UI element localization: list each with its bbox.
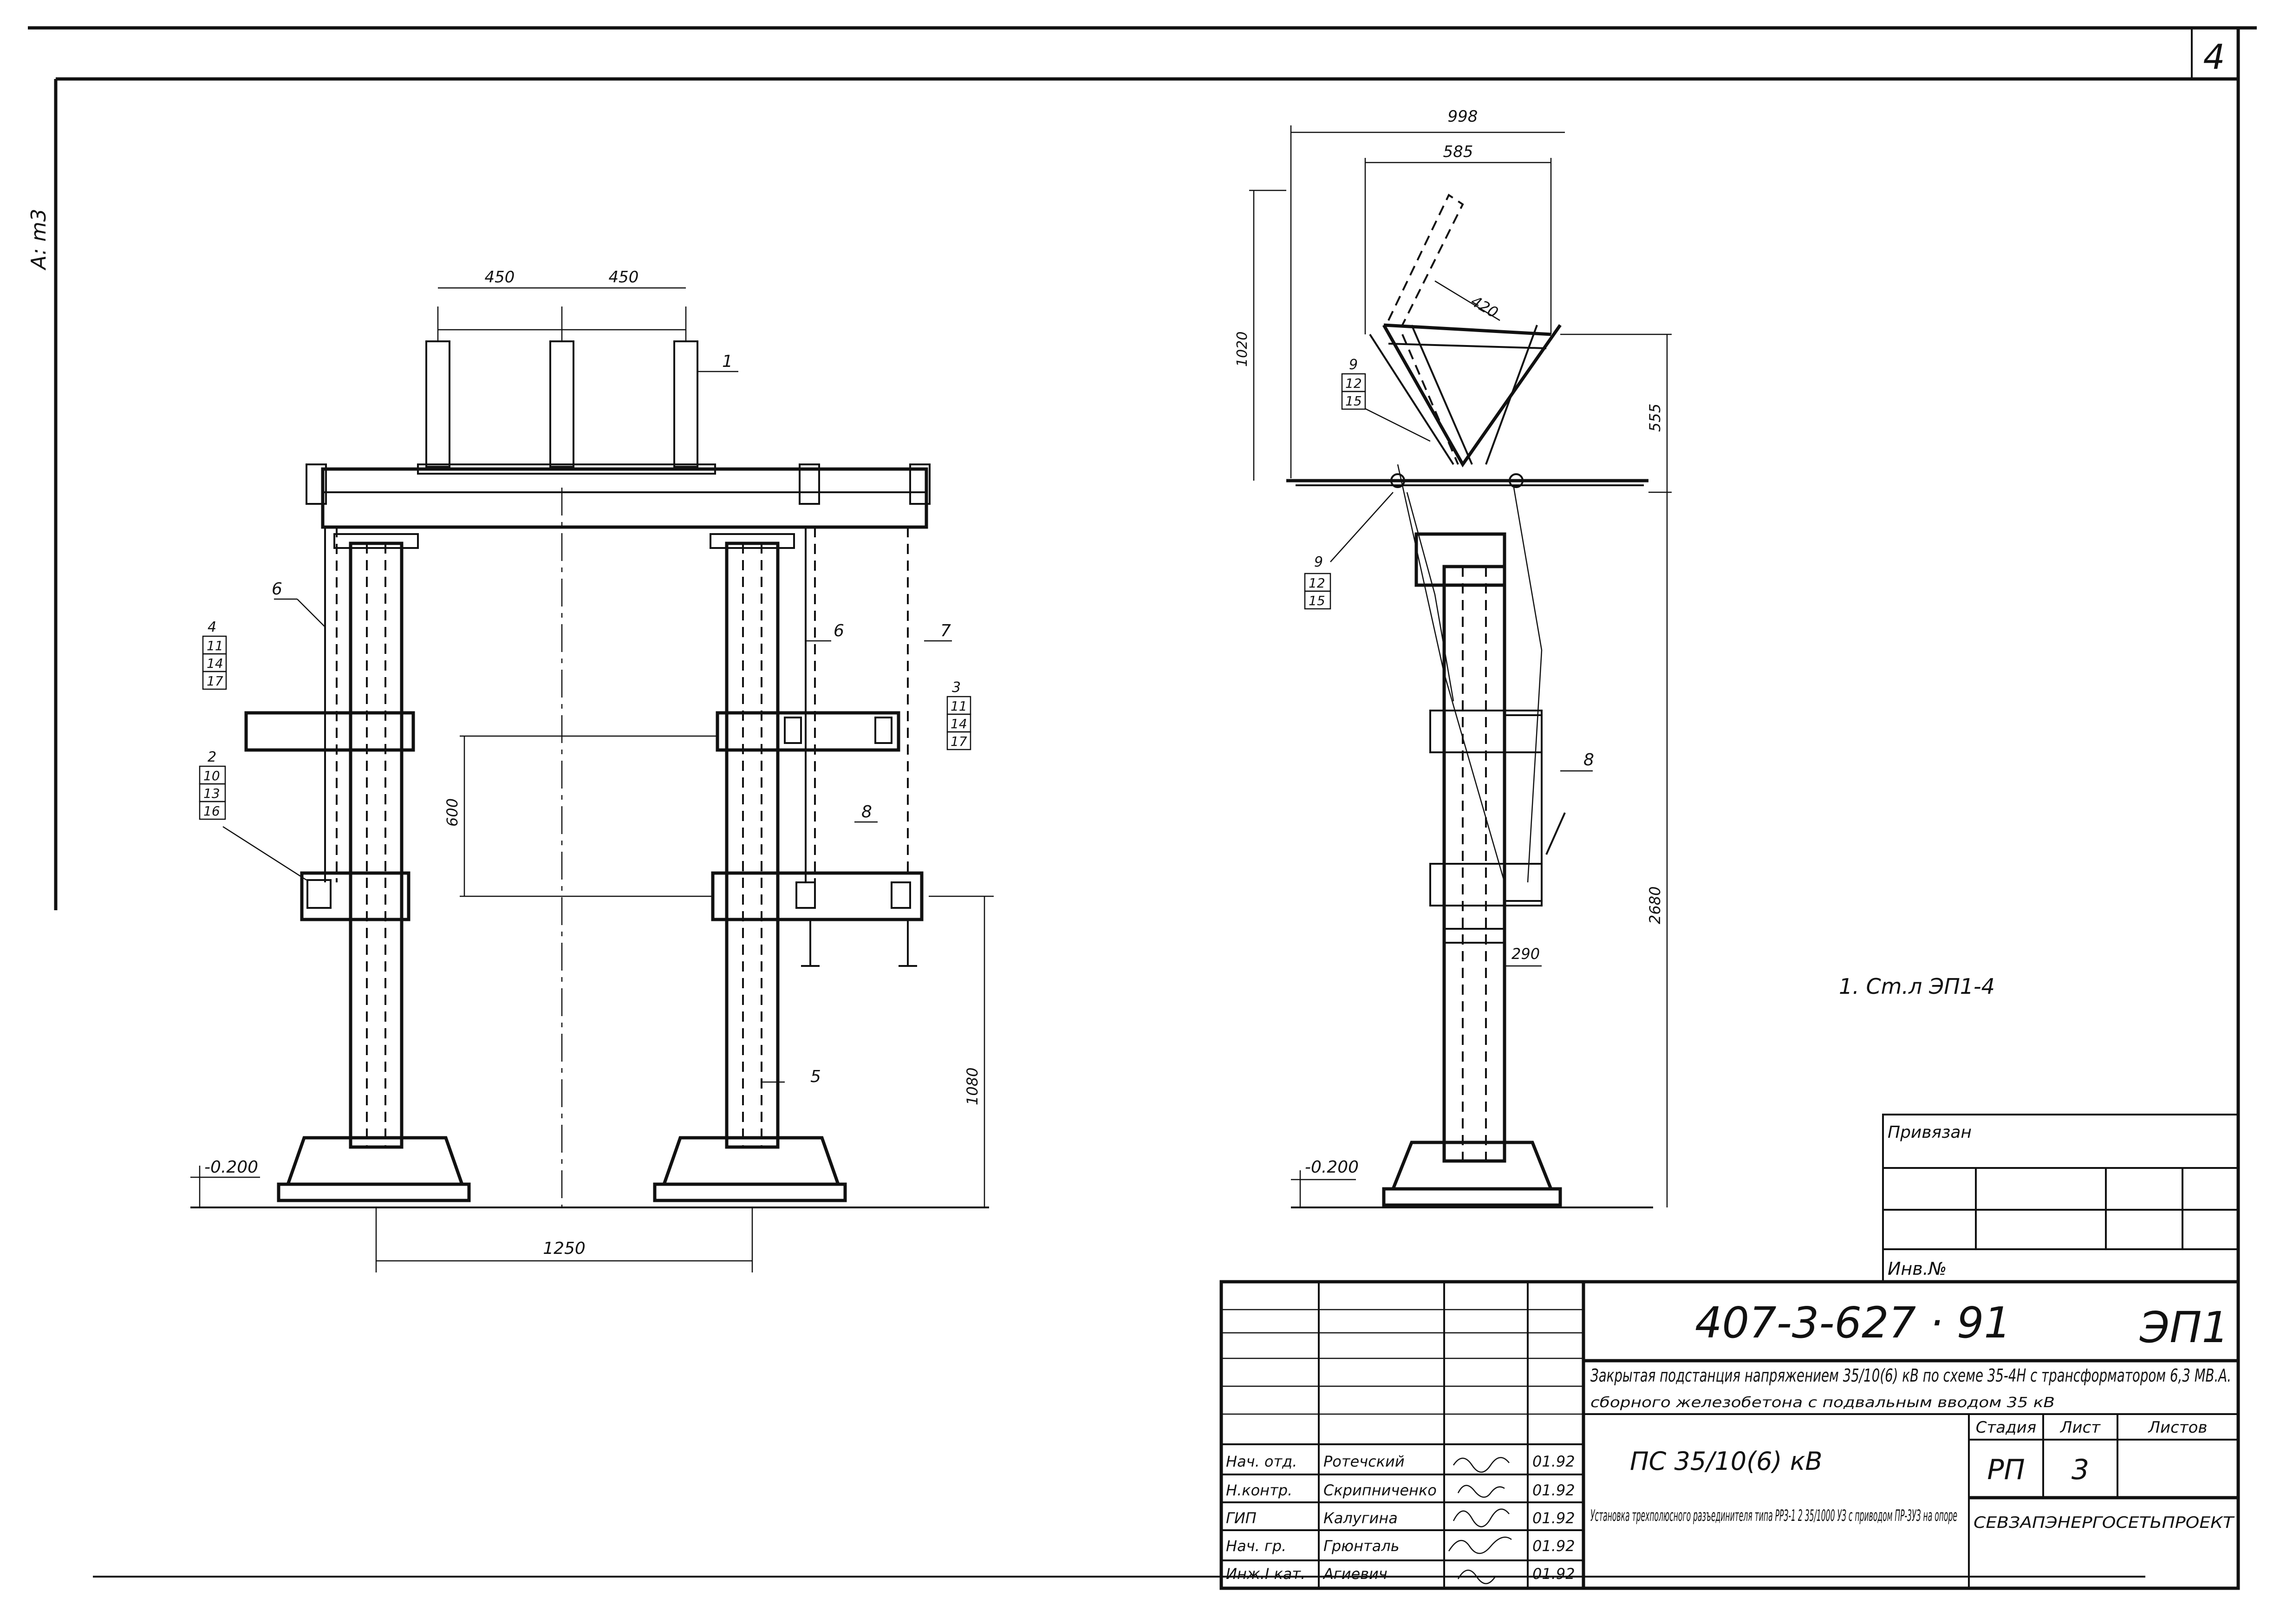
svg-text:14: 14 [951,716,967,731]
dim-base-width: 1250 [543,1239,586,1258]
svg-text:17: 17 [951,734,967,749]
dim-555: 555 [1646,404,1664,432]
callout-6-right: 6 [834,621,844,640]
svg-text:15: 15 [1309,593,1325,608]
front-view: 450 450 1250 600 1080 -0.200 1 6 6 7 8 5… [190,268,994,1272]
sig-name: Скрипниченко [1323,1481,1437,1499]
svg-text:11: 11 [207,638,223,653]
sheet-value: 3 [2072,1454,2089,1486]
sig-name: Грюнталь [1323,1537,1400,1555]
dim-998: 998 [1448,107,1478,126]
svg-text:15: 15 [1345,393,1362,409]
sig-role: ГИП [1226,1509,1257,1527]
sheet-number: 4 [2203,37,2225,77]
dim-585: 585 [1443,143,1473,161]
dim-2680: 2680 [1646,887,1664,924]
svg-text:16: 16 [203,803,220,819]
side-callout-top: 9 12 15 [1341,357,1431,442]
sig-date: 01.92 [1532,1481,1575,1499]
side-level-mark: -0.200 [1305,1158,1359,1177]
sig-name: Калугина [1323,1509,1398,1527]
general-note: 1. Cm.л ЭП1-4 [1839,974,1995,999]
stage-header: Стадия [1976,1418,2036,1437]
object-subtitle: сборного железобетона с подвальным вводо… [1590,1395,2055,1411]
dim-height-1080: 1080 [964,1068,981,1105]
svg-text:11: 11 [951,698,967,714]
sheets-header: Листов [2147,1418,2207,1437]
sig-date: 01.92 [1532,1509,1575,1527]
dim-1020: 1020 [1234,332,1251,367]
front-level-mark: -0.200 [204,1158,258,1177]
top-frame [306,463,931,529]
dim-phase-spacing-1: 450 [485,268,515,287]
object-title: Закрытая подстанция напряжением 35/10(6)… [1590,1365,2231,1386]
svg-text:17: 17 [207,673,223,689]
svg-text:12: 12 [1345,376,1362,391]
side-callout-8: 8 [1583,750,1594,770]
left-column [244,527,471,1202]
svg-text:14: 14 [207,656,223,671]
callout-7: 7 [940,621,951,640]
svg-text:9: 9 [1314,554,1323,570]
sig-name: Ротечский [1323,1453,1405,1470]
callout-1: 1 [722,352,733,371]
top-insulators [425,307,698,468]
svg-text:12: 12 [1309,575,1325,591]
sheet-frame [28,26,2257,1588]
sig-role: Н.контр. [1226,1481,1292,1499]
sig-date: 01.92 [1532,1537,1575,1555]
document-code: 407-3-627 · 91 [1695,1298,2011,1348]
svg-text:2: 2 [208,749,216,765]
drawing-mark: ЭП1 [2139,1303,2229,1352]
sig-name: Агиевич [1322,1565,1388,1583]
sig-role: Нач. гр. [1226,1537,1286,1555]
callout-8: 8 [861,802,872,822]
sig-role: Нач. отд. [1226,1453,1297,1470]
sig-role: Инж.I кат. [1226,1565,1305,1583]
dim-420: 420 [1468,292,1501,321]
sheet-header: Лист [2059,1418,2101,1437]
svg-text:9: 9 [1349,357,1358,373]
margin-note: A: m3 [27,209,51,271]
dim-phase-spacing-2: 450 [609,268,639,287]
privyazan-label: Привязан [1888,1123,1972,1142]
side-view: 998 585 420 1020 555 2680 290 -0.200 9 1… [1234,107,1672,1208]
front-callouts [222,371,952,1083]
unit-name: ПС 35/10(6) кВ [1630,1447,1822,1476]
callout-5: 5 [810,1067,821,1086]
inventory-number-label: Инв.№ [1888,1259,1947,1279]
callout-group-left-upper: 4 11 14 17 [202,619,227,690]
sig-date: 01.92 [1532,1453,1575,1470]
sig-date: 01.92 [1532,1565,1575,1583]
side-callout-mid: 9 12 15 [1304,492,1394,610]
callout-group-left-lower: 2 10 13 16 [199,749,226,820]
callout-6-left: 6 [272,580,282,599]
front-dimensions [190,287,994,1272]
signature-rows: Нач. отд. Ротечский 01.92 Н.контр. Скрип… [1226,1453,1575,1585]
drawing-title: Установка трехполюсного разъединителя ти… [1590,1507,1957,1525]
organization-name: СЕВЗАПЭНЕРГОСЕТЬПРОЕКТ [1974,1513,2234,1532]
svg-text:13: 13 [203,786,220,801]
dim-height-600: 600 [443,798,461,827]
svg-text:3: 3 [952,679,961,696]
svg-text:4: 4 [208,619,216,635]
right-column [653,527,924,1202]
dim-290: 290 [1511,945,1540,963]
title-block [1219,1280,2240,1590]
stage-value: РП [1987,1454,2025,1486]
callout-group-right: 3 11 14 17 [946,679,971,750]
svg-text:10: 10 [203,768,220,783]
side-dimensions [1249,125,1672,1208]
